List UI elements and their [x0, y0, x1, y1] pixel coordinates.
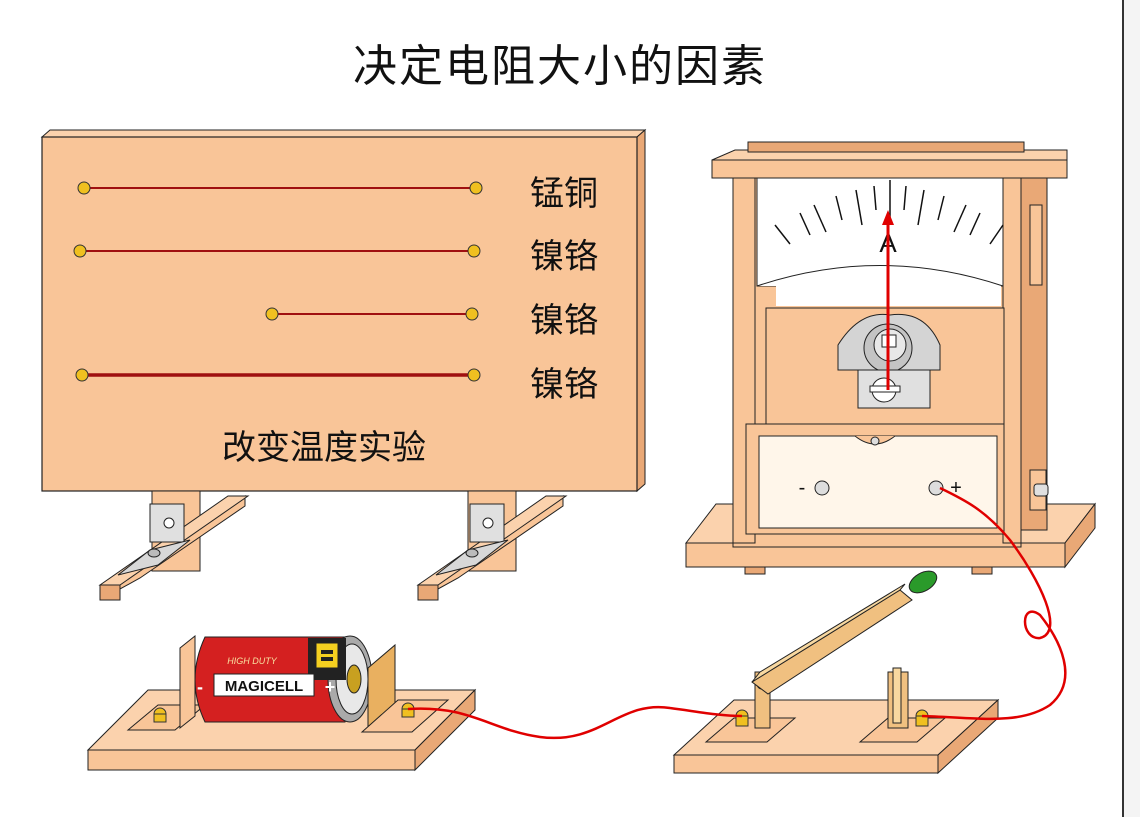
wire-label-2: 镍铬 [530, 237, 598, 277]
negative-sign: - [799, 477, 806, 499]
battery-positive: + [325, 677, 336, 697]
resistance-wire-3 [265, 307, 479, 321]
ammeter: A - [684, 141, 1097, 575]
dial-scale-ticks [774, 180, 1004, 245]
wire-label-3: 镍铬 [530, 301, 598, 341]
ammeter-terminal-negative[interactable]: - [799, 477, 830, 499]
battery: HIGH DUTY MAGICELL - + [194, 635, 373, 723]
board-stand-right [416, 490, 568, 601]
page-title: 决定电阻大小的因素 [353, 41, 767, 92]
wire-label-4: 镍铬 [530, 365, 598, 405]
battery-brand: MAGICELL [225, 678, 303, 695]
temperature-experiment-label: 改变温度实验 [222, 428, 426, 468]
resistance-board [40, 128, 647, 601]
positive-sign: + [950, 477, 962, 499]
window-edge [1122, 0, 1140, 817]
resistance-wire-1 [77, 181, 483, 195]
ammeter-terminal-positive[interactable]: + [928, 477, 962, 499]
wire-battery-to-switch [407, 705, 743, 740]
board-stand-left [98, 490, 250, 601]
needle-tip-icon [882, 210, 894, 225]
resistance-wire-2 [73, 244, 481, 258]
wire-label-1: 锰铜 [530, 174, 598, 214]
resistance-wire-4 [75, 368, 481, 382]
switch-handle[interactable] [906, 567, 941, 598]
knife-switch[interactable] [672, 567, 1000, 775]
battery-tagline: HIGH DUTY [227, 656, 277, 666]
connecting-wires [407, 486, 1067, 740]
battery-negative: - [197, 677, 203, 697]
wire-switch-to-ammeter [921, 486, 1067, 721]
